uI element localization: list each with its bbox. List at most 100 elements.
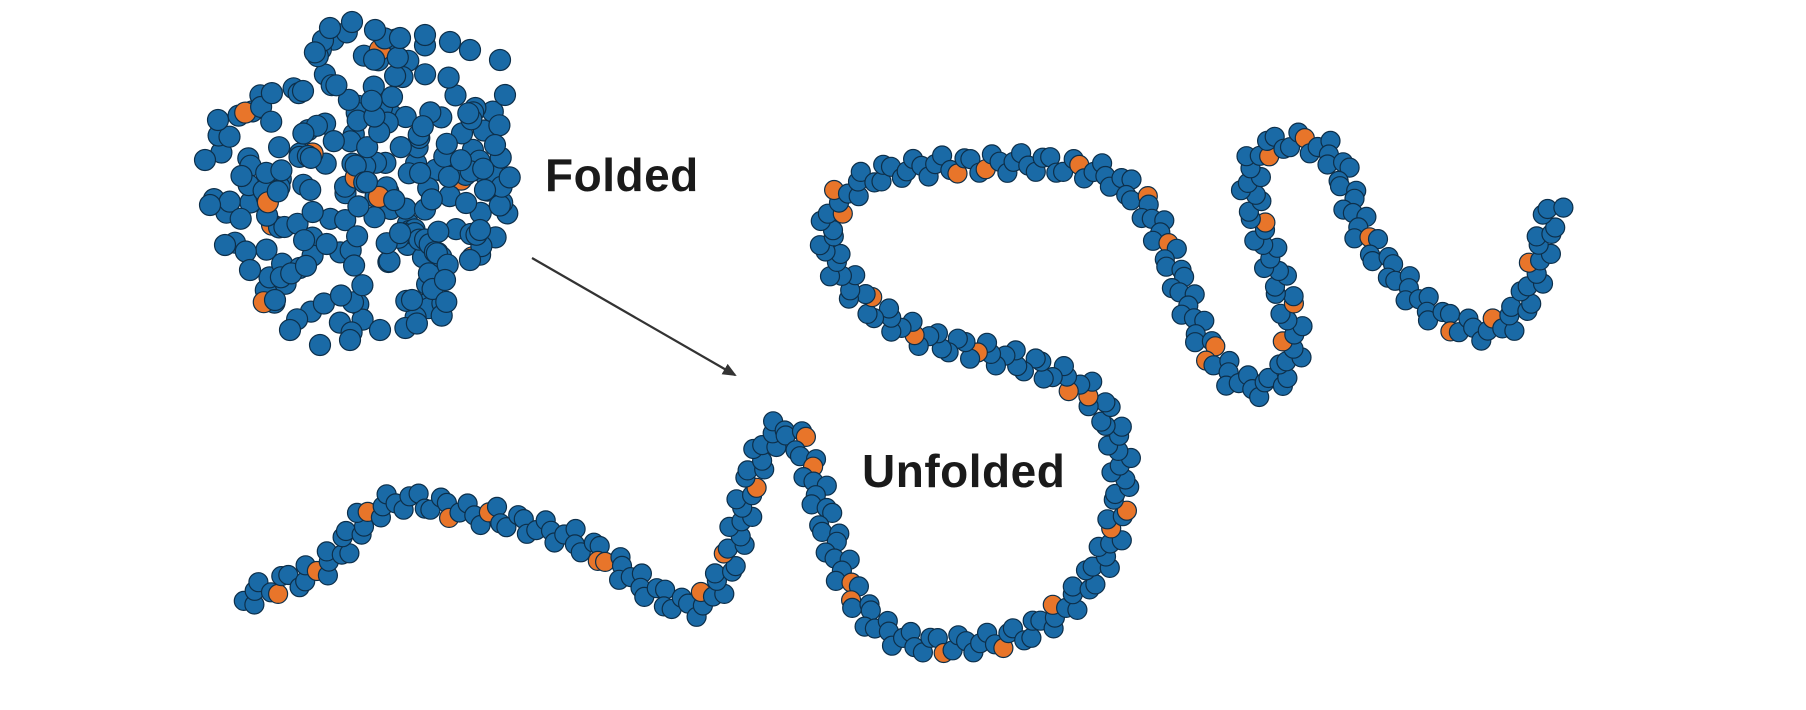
folded-residue — [325, 74, 348, 97]
unfolded-residue — [850, 161, 871, 182]
unfolded-residue-orange — [795, 426, 817, 447]
folded-residue — [493, 83, 517, 107]
folded-residue — [457, 102, 480, 125]
unfolded-residue — [704, 563, 726, 584]
folded-residue — [270, 159, 293, 182]
folded-residue — [263, 288, 287, 312]
folded-residue — [318, 16, 342, 40]
folded-protein-globule — [193, 10, 521, 357]
unfolding-arrow — [531, 257, 737, 376]
folded-residue — [420, 188, 443, 211]
folded-residue — [400, 288, 424, 312]
unfolded-residue — [486, 496, 508, 517]
folded-residue — [437, 165, 461, 188]
folded-residue — [455, 191, 478, 215]
folded-label: Folded — [545, 149, 699, 201]
folded-residue — [458, 248, 482, 272]
unfolded-residue — [1033, 368, 1054, 389]
folded-residue — [322, 130, 345, 153]
folded-residue — [198, 193, 222, 217]
unfolded-residue — [725, 555, 746, 577]
unfolded-residue — [842, 597, 863, 619]
folded-residue — [293, 229, 316, 252]
folded-residue — [363, 48, 386, 71]
folded-residue — [206, 108, 230, 132]
folded-residue — [488, 114, 511, 137]
folded-residue — [435, 132, 458, 155]
unfolded-protein-chain — [233, 122, 1574, 664]
folded-residue — [472, 157, 495, 180]
folded-residue — [337, 88, 360, 112]
unfolded-residue — [1021, 627, 1042, 648]
folded-residue — [292, 122, 315, 145]
unfolded-residue — [1095, 392, 1116, 413]
folded-residue — [193, 148, 217, 172]
folded-residue — [230, 164, 253, 188]
folded-residue — [343, 254, 366, 277]
unfolded-residue-orange — [1116, 500, 1138, 521]
unfolded-residue — [1283, 286, 1304, 307]
folded-residue — [346, 225, 369, 248]
folded-residue — [229, 207, 252, 230]
unfolded-residue — [878, 298, 900, 319]
folded-residue — [438, 30, 462, 54]
folded-residue — [218, 125, 241, 148]
unfolded-label: Unfolded — [862, 445, 1066, 497]
folded-residue — [308, 333, 332, 357]
folded-residue — [291, 79, 315, 103]
folded-residue — [360, 89, 383, 112]
folded-residue — [468, 218, 492, 242]
folded-residue — [449, 149, 472, 172]
folded-residue — [435, 290, 458, 313]
folded-residue — [238, 258, 262, 282]
folded-residue — [347, 195, 370, 218]
folded-residue — [266, 180, 289, 203]
unfolded-residue — [1439, 303, 1461, 325]
folded-residue — [488, 48, 512, 72]
folded-residue — [338, 328, 362, 352]
folded-residue — [268, 136, 291, 159]
folded-residue — [303, 41, 326, 64]
folded-residue — [386, 46, 409, 69]
folded-residue — [427, 220, 450, 243]
folded-residue — [473, 178, 497, 202]
unfolded-residue — [959, 348, 981, 369]
folded-residue — [301, 200, 324, 224]
folded-residue — [388, 26, 412, 50]
folded-residue — [411, 115, 434, 138]
unfolded-residue — [1120, 190, 1142, 211]
folded-residue — [334, 209, 357, 232]
folded-residue — [498, 166, 521, 189]
unfolded-residue — [857, 303, 878, 324]
unfolded-residue — [1270, 303, 1291, 324]
folded-residue — [363, 18, 387, 42]
folded-residue — [437, 66, 460, 89]
folded-residue — [351, 274, 374, 297]
folded-residue — [483, 133, 507, 157]
folded-residue — [389, 136, 412, 159]
folded-residue — [355, 170, 378, 194]
folded-residue — [433, 268, 457, 292]
folded-residue — [413, 23, 437, 47]
folded-residue — [380, 85, 404, 109]
folded-residue — [368, 318, 392, 342]
folded-residue — [405, 312, 428, 335]
folded-residue — [299, 146, 322, 169]
folded-residue — [383, 189, 406, 212]
folded-residue — [278, 318, 302, 342]
folded-residue — [384, 64, 407, 88]
folded-residue — [299, 178, 322, 201]
folded-residue — [260, 110, 283, 133]
folded-residue — [234, 240, 257, 263]
folded-residue — [213, 233, 237, 257]
folded-residue — [260, 81, 283, 105]
folded-residue — [414, 63, 437, 86]
unfolded-residue-orange — [268, 583, 289, 605]
unfolded-residue — [496, 517, 517, 538]
unfolded-residue — [1025, 348, 1046, 369]
folded-residue — [389, 222, 412, 245]
unfolded-residue — [1553, 197, 1574, 218]
unfolded-residue — [1091, 411, 1112, 432]
